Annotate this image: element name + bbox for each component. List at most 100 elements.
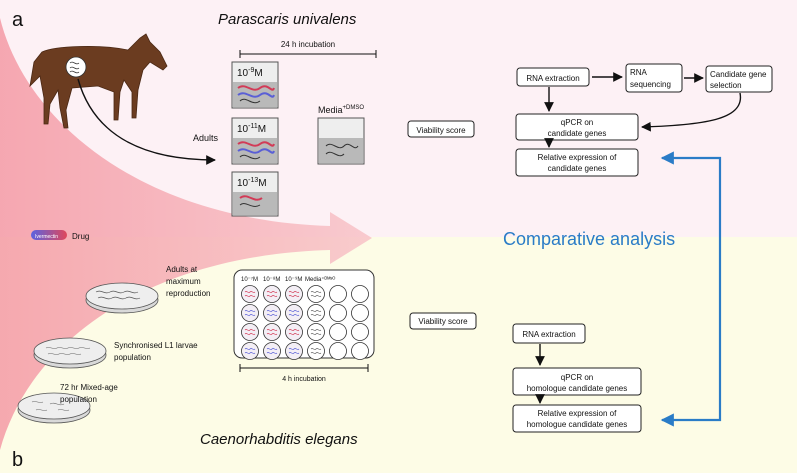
well [241,285,259,303]
dish-adults-label-2: maximum [166,277,201,286]
relative-expression-box-top [515,148,639,177]
well [263,323,281,341]
species-title-bottom: Caenorhabditis elegans [200,431,358,448]
well-worms [244,310,256,316]
well [351,304,369,322]
qpcr-label-bottom-2: homologue candidate genes [527,384,628,393]
well-worms [288,348,300,354]
conc-label-2: 10-11M [237,123,266,135]
candidate-gene-selection-box [705,65,773,93]
well-worms [288,329,300,335]
comparative-analysis-arrow [660,151,722,427]
rna-extraction-box-top [516,67,590,87]
rna-extraction-label-bottom: RNA extraction [522,330,575,339]
well-worms [310,291,322,297]
drug-label: Drug [72,232,89,241]
relative-expression-label-bottom-2: homologue candidate genes [527,420,628,429]
well [285,304,303,322]
conc-label-3: 10-13M [237,177,267,189]
drug-capsule-text: Ivermectin [35,234,58,240]
worm-inset-icon [65,56,87,78]
panel-letter-b: b [12,449,23,471]
dish-adults-label-3: reproduction [166,289,210,298]
qpcr-box-bottom [512,367,642,396]
panel-letter-a: a [12,9,24,31]
well [351,285,369,303]
well-worms [266,329,278,335]
well-worms [310,310,322,316]
viability-label-top: Viability score [416,126,466,135]
qpcr-label-bottom-1: qPCR on [561,373,593,382]
well [241,342,259,360]
conc-label-1: 10-9M [237,67,263,79]
candidate-gene-selection-label-1: Candidate gene [710,70,767,79]
well [285,323,303,341]
well [307,323,325,341]
candidate-gene-selection-label-2: selection [710,81,742,90]
viability-box-top [407,120,475,138]
viability-label-bottom: Viability score [418,317,468,326]
well [329,323,347,341]
relative-expression-box-bottom [512,404,642,433]
rna-extraction-box-bottom [512,323,586,344]
dish-l1-label-1: Synchronised L1 larvae [114,341,198,350]
funnel-shape [0,18,372,450]
well [329,285,347,303]
well [241,304,259,322]
qpcr-box-top [515,113,639,141]
well-worms [244,329,256,335]
well-worms [266,310,278,316]
horse-icon [29,33,168,129]
well-worms [244,291,256,297]
dish-adults-label-1: Adults at [166,265,198,274]
beaker-10-11 [231,117,279,165]
arrow-selection-to-qpcr [641,92,742,132]
well-worms [244,348,256,354]
petri-dish-adults-icon [85,282,159,314]
dish-l1-label-2: population [114,353,151,362]
rna-sequencing-label-1: RNA [630,68,648,77]
qpcr-label-top-1: qPCR on [561,118,593,127]
media-label-top: Media+DMSO [318,105,364,115]
well [307,304,325,322]
incubation-label-bottom: 4 h incubation [282,376,326,383]
well-worms [310,329,322,335]
beaker-10-9 [231,61,279,109]
well [351,323,369,341]
well [329,304,347,322]
horse-to-adults-arrow [77,78,216,165]
well-worms [266,348,278,354]
dish-mixed-label-2: population [60,395,97,404]
rna-sequencing-box [625,63,683,93]
well [307,342,325,360]
incubation-label-top: 24 h incubation [281,40,335,49]
species-title-top: Parascaris univalens [218,11,357,28]
well [241,323,259,341]
plate-conc-1: 10⁻⁷M [241,276,258,283]
well-worms [288,291,300,297]
relative-expression-label-top-2: candidate genes [548,164,607,173]
rna-extraction-label-top: RNA extraction [526,74,579,83]
dish-mixed-label-1: 72 hr Mixed-age [60,383,118,392]
well-worms [266,291,278,297]
well [263,342,281,360]
drug-capsule-icon: Ivermectin [31,230,67,240]
plate-conc-4: Media⁺ᴰᴹˢᴼ [305,276,335,283]
petri-dish-mixed-icon [17,392,91,424]
qpcr-label-top-2: candidate genes [548,129,607,138]
rna-sequencing-label-2: sequencing [630,80,671,89]
well-grid [241,285,369,360]
viability-box-bottom [409,312,477,330]
plate-conc-2: 10⁻⁸M [263,276,280,283]
well [307,285,325,303]
well-worms [310,348,322,354]
well [263,304,281,322]
well [285,285,303,303]
well-worms [288,310,300,316]
well [351,342,369,360]
petri-dish-l1-icon [33,337,107,369]
beaker-10-13 [231,171,279,217]
relative-expression-label-bottom-1: Relative expression of [538,409,617,418]
worm-inset-worms [69,61,80,74]
